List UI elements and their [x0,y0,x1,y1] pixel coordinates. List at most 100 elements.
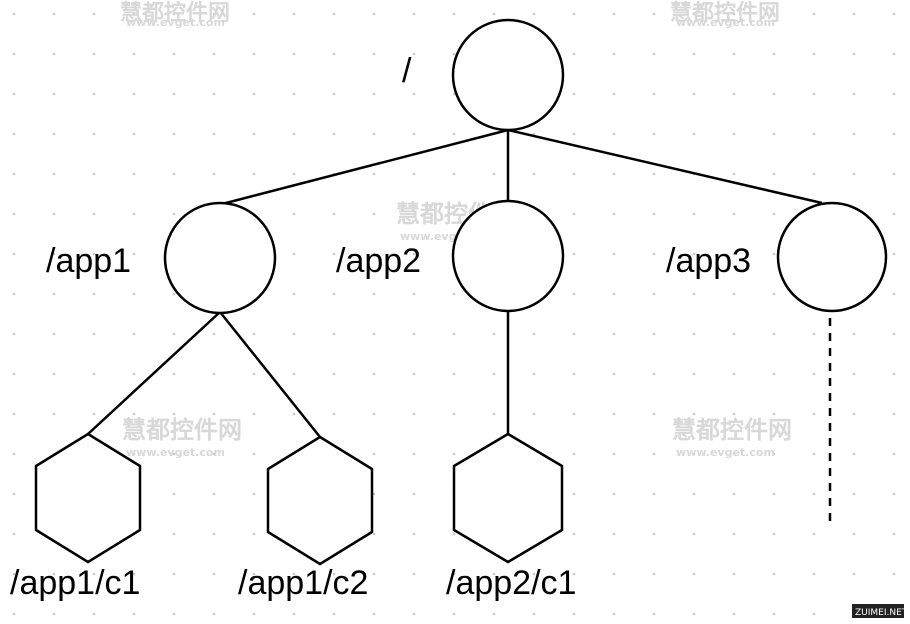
grid-dot [172,172,176,176]
grid-dot [252,372,256,376]
grid-dot [412,332,416,336]
grid-dot [532,332,536,336]
grid-dot [92,252,96,256]
grid-dot [292,292,296,296]
grid-dot [292,612,296,616]
grid-dot [692,572,696,576]
grid-dot [132,332,136,336]
grid-dot [132,452,136,456]
grid-dot [252,412,256,416]
grid-dot [732,612,736,616]
grid-dot [652,132,656,136]
grid-dot [292,12,296,16]
grid-dot [412,92,416,96]
grid-dot [92,572,96,576]
grid-dot [172,12,176,16]
grid-dot [372,492,376,496]
grid-dot [52,92,56,96]
grid-dot [612,532,616,536]
grid-dot [12,172,16,176]
grid-dot [492,372,496,376]
grid-dot [292,92,296,96]
grid-dot [92,332,96,336]
grid-dot [292,172,296,176]
grid-dot [772,92,776,96]
grid-dot [852,12,856,16]
grid-dot [52,12,56,16]
grid-dot [652,212,656,216]
label-app3: /app3 [666,242,751,280]
grid-dot [492,172,496,176]
grid-dot [332,92,336,96]
grid-dot [732,532,736,536]
grid-dot [892,572,896,576]
grid-dot [892,132,896,136]
grid-dot [172,92,176,96]
grid-dot [812,572,816,576]
grid-dot [892,332,896,336]
grid-dot [652,292,656,296]
grid-dot [452,372,456,376]
grid-dot [412,372,416,376]
grid-dot [412,52,416,56]
grid-dot [852,452,856,456]
grid-dot [692,372,696,376]
grid-dot [772,252,776,256]
grid-dot [732,452,736,456]
grid-dot [212,172,216,176]
node-app1-circle [163,201,277,315]
grid-dot [812,52,816,56]
grid-dot [652,492,656,496]
edges-layer [87,128,832,528]
grid-dot [172,332,176,336]
grid-dot [212,12,216,16]
grid-dot [292,412,296,416]
grid-dot [732,572,736,576]
grid-dot [452,292,456,296]
grid-dot [252,452,256,456]
grid-dot [612,492,616,496]
grid-dot [612,252,616,256]
grid-dot [12,332,16,336]
grid-dot [372,172,376,176]
grid-dot [892,172,896,176]
grid-dot [772,532,776,536]
grid-dot [332,572,336,576]
grid-dot [572,452,576,456]
label-app2-c1: /app2/c1 [446,564,576,602]
grid-dot [132,612,136,616]
grid-dot [652,612,656,616]
grid-dot [92,12,96,16]
grid-dot [212,452,216,456]
grid-dot [292,572,296,576]
watermark-text: 慧都控件网 [122,416,242,444]
grid-dot [532,172,536,176]
grid-dot [612,132,616,136]
grid-dot [372,92,376,96]
grid-dot [652,332,656,336]
grid-dot [92,132,96,136]
grid-dot [252,532,256,536]
grid-dot [292,372,296,376]
grid-dot [692,92,696,96]
grid-dot [132,92,136,96]
grid-dot [12,252,16,256]
grid-dot [852,572,856,576]
grid-dot [172,132,176,136]
grid-dot [212,332,216,336]
grid-dot [212,52,216,56]
grid-dot [812,612,816,616]
grid-dot [12,52,16,56]
grid-dot [692,132,696,136]
grid-dot [772,12,776,16]
grid-dot [772,372,776,376]
grid-dot [412,132,416,136]
grid-dot [892,412,896,416]
grid-dot [52,132,56,136]
grid-dot [852,172,856,176]
grid-dot [892,92,896,96]
grid-dot [452,572,456,576]
grid-dot [652,52,656,56]
grid-dot [612,292,616,296]
grid-dot [92,292,96,296]
